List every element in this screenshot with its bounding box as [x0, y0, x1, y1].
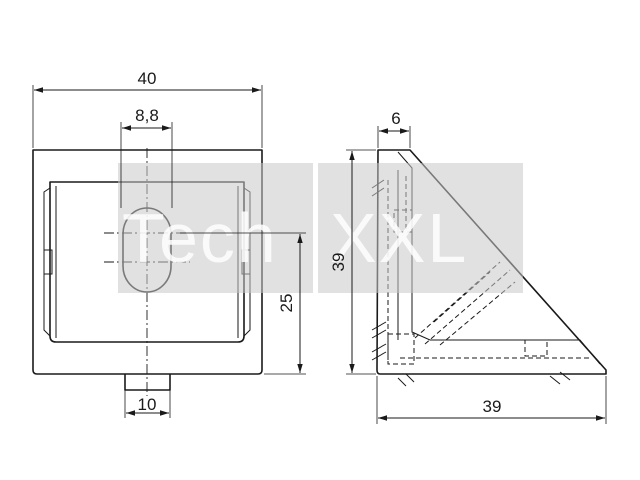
watermark-box-left	[118, 163, 313, 293]
dim-side-width-39: 39	[376, 376, 607, 424]
dim-width-label: 40	[138, 69, 157, 88]
dim-slot-height-label: 25	[277, 294, 296, 313]
side-hidden-pocket-right	[524, 339, 548, 357]
watermark-text-tech: Tech	[122, 199, 278, 277]
dim-slot-width-label: 8,8	[135, 106, 159, 125]
dim-slot-8-8: 8,8	[120, 106, 173, 208]
dim-foot-width-label: 10	[138, 395, 157, 414]
side-tab-lower-b	[371, 343, 387, 361]
dim-side-width-label: 39	[483, 397, 502, 416]
watermark-text-xxl: XXL	[330, 199, 468, 277]
side-outer-outline	[376, 149, 607, 375]
dim-side-height-39: 39	[329, 149, 376, 375]
side-hidden-rib-4	[433, 271, 491, 323]
front-left-rib	[43, 187, 51, 337]
front-bottom-foot	[124, 374, 171, 391]
front-left-notch	[43, 249, 53, 275]
dim-side-height-label: 39	[329, 253, 348, 272]
dim-foot-10: 10	[124, 390, 171, 418]
front-outer-outline	[32, 149, 263, 375]
side-hidden-rib-1	[414, 261, 501, 339]
side-hidden-pocket-corner	[387, 333, 415, 365]
dim-wall-6: 6	[377, 109, 411, 148]
side-hidden-rib-2	[424, 269, 511, 345]
side-tab-bottom-b	[549, 371, 571, 385]
dim-width-40: 40	[32, 69, 263, 148]
side-tab-bottom-a	[397, 373, 415, 387]
front-inner-face	[49, 181, 245, 343]
side-tab-lower-a	[371, 321, 387, 339]
watermark: Tech XXL	[118, 163, 523, 293]
dim-wall-label: 6	[391, 109, 400, 128]
dim-height-25: 25	[180, 232, 306, 375]
